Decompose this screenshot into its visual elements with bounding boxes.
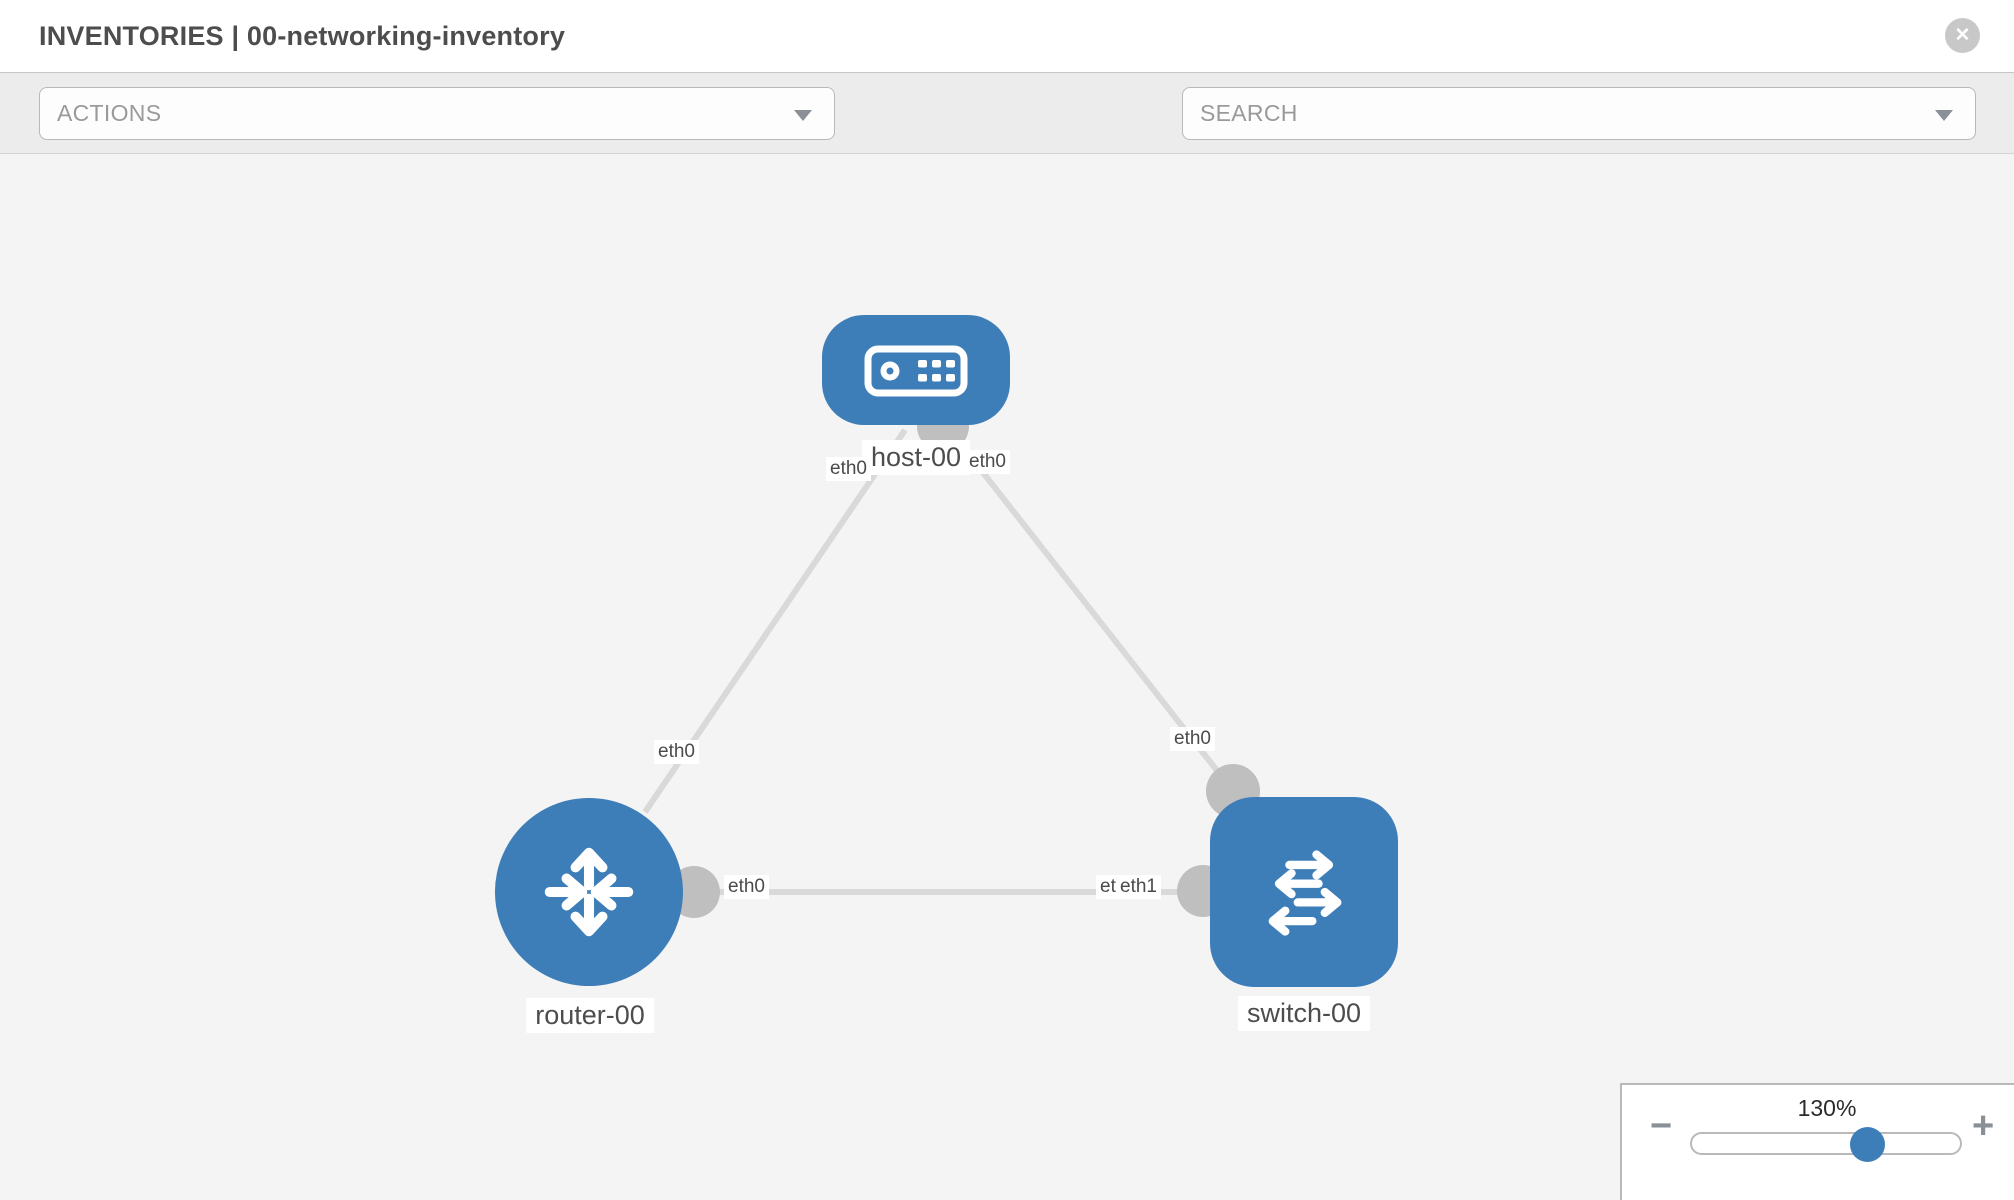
page-title: INVENTORIES | 00-networking-inventory [39, 20, 566, 51]
node-host-00[interactable] [822, 315, 1010, 425]
chevron-down-icon [794, 110, 812, 121]
actions-dropdown-label: ACTIONS [57, 100, 162, 126]
actions-dropdown[interactable]: ACTIONS [39, 87, 835, 140]
topology-graph [495, 315, 1398, 987]
close-button[interactable]: ✕ [1945, 18, 1980, 53]
zoom-panel: 130% − + [1620, 1083, 2014, 1200]
chevron-down-icon [1935, 110, 1953, 121]
node-label-host-00: host-00 [861, 440, 971, 475]
search-dropdown[interactable]: SEARCH [1182, 87, 1976, 140]
toolbar: ACTIONS SEARCH [0, 72, 2014, 206]
zoom-out-button[interactable]: − [1650, 1105, 1673, 1147]
close-icon: ✕ [1954, 25, 1971, 46]
header: INVENTORIES | 00-networking-inventory ✕ [0, 0, 2014, 72]
interface-label: eth0 [965, 450, 1010, 474]
interface-label: eth1 [1116, 875, 1161, 899]
topology-canvas[interactable]: host-00 router-00 switch-00 eth0 eth0 et… [0, 154, 2014, 1200]
node-label-router-00: router-00 [526, 998, 654, 1033]
interface-label: eth0 [724, 875, 769, 899]
node-router-00[interactable] [495, 798, 683, 986]
search-dropdown-label: SEARCH [1200, 100, 1298, 126]
node-switch-00[interactable] [1210, 797, 1398, 987]
interface-label: eth0 [1170, 727, 1215, 751]
zoom-slider-track[interactable] [1690, 1127, 1962, 1162]
interface-label: eth0 [826, 457, 871, 481]
zoom-slider-thumb[interactable] [1850, 1127, 1885, 1162]
zoom-in-button[interactable]: + [1972, 1105, 1995, 1147]
node-label-switch-00: switch-00 [1237, 996, 1371, 1031]
interface-label: eth0 [654, 740, 699, 764]
zoom-level-value: 130% [1797, 1095, 1857, 1121]
